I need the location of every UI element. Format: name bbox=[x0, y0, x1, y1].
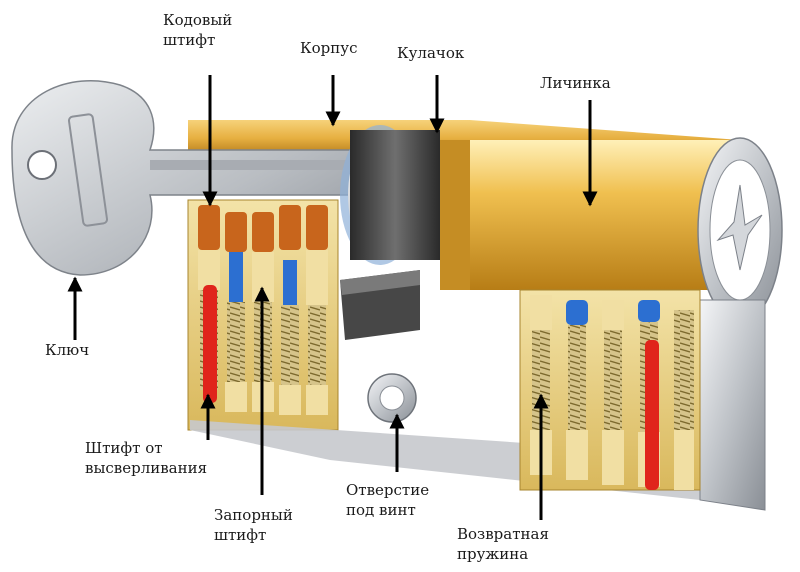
label-locking-pin: Запорный штифт bbox=[214, 506, 293, 544]
label-key: Ключ bbox=[45, 341, 90, 359]
key bbox=[11, 80, 361, 276]
label-plug: Личинка bbox=[540, 74, 611, 92]
pin-stack bbox=[306, 205, 328, 415]
pointer-arrows bbox=[67, 75, 598, 520]
label-screw-hole: Отверстие под винт bbox=[346, 481, 430, 519]
label-code-pin: Кодовый штифт bbox=[163, 11, 233, 49]
pin-stack bbox=[279, 205, 301, 415]
label-body: Корпус bbox=[300, 39, 358, 57]
anti-drill-pin bbox=[645, 340, 659, 490]
label-return-spring: Возвратная пружина bbox=[457, 525, 549, 563]
pin-stack bbox=[674, 310, 694, 490]
pin-stack bbox=[225, 212, 247, 412]
anti-drill-pin bbox=[203, 285, 217, 403]
label-cam: Кулачок bbox=[397, 44, 465, 62]
screw-hole bbox=[367, 373, 417, 423]
cylinder-face bbox=[697, 137, 783, 511]
pin-stack bbox=[566, 300, 588, 480]
right-pin-stacks bbox=[530, 295, 694, 490]
label-anti-drill-pin: Штифт от высверливания bbox=[85, 439, 208, 477]
cam-assembly bbox=[340, 125, 440, 423]
pin-stack bbox=[602, 300, 624, 485]
